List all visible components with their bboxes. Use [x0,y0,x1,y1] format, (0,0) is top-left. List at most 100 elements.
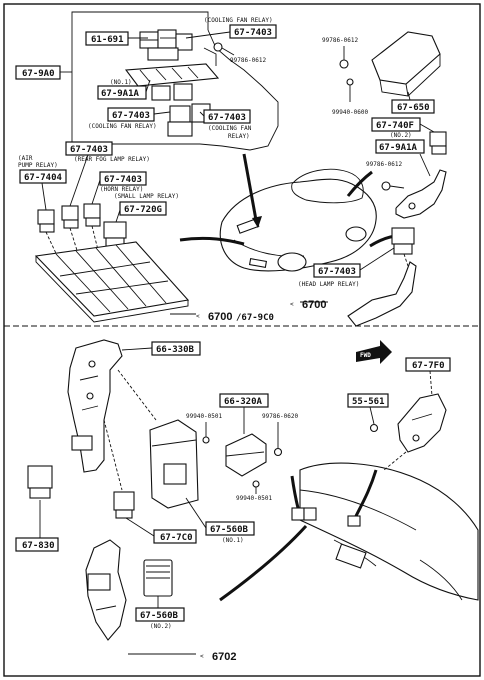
ref-arrow-6700-b: < [290,301,294,308]
nut-99940-0501-b: 99940-0501 [236,495,273,502]
part-66-330b: 66-330B [156,345,195,355]
bracket-67-7f0 [397,370,447,453]
part-67-740f: 67-740F [376,121,414,131]
label-box-67-7403-d [65,141,113,156]
label-box-67-650 [391,99,435,114]
label-box-66-330b [151,341,201,356]
bracket-66-330b [67,339,123,473]
part-67-560b-a: 67-560B [210,525,249,535]
relay-tray-group: (AIR PUMP RELAY) 67-7404 67-7403 (REAR F… [18,141,274,323]
module-67-650 [371,31,441,97]
label-box-67-7404 [19,169,67,184]
frame-border [3,3,481,677]
relay-block-group: 61-691 (COOLING FAN RELAY) 67-7403 99786… [15,11,279,151]
label-box-67-9a1a-a [97,85,147,100]
part-67-560b-b: 67-560B [140,611,179,621]
relay-67-7c0 [113,491,135,519]
note-no2-a: (NO.2) [390,132,412,139]
part-67-830: 67-830 [22,541,55,551]
label-box-61-691 [85,31,129,46]
relay-cluster-lower [151,83,211,137]
note-air-pump-relay-1: (AIR [18,155,33,162]
label-box-67-720g [119,201,167,216]
relay-cluster-top [139,29,193,61]
part-67-7403-f: 67-7403 [318,267,356,277]
control-unit-no1 [149,419,199,509]
label-box-67-7403-c [203,109,251,124]
note-small-lamp-relay: (SMALL LAMP RELAY) [114,193,179,200]
note-no2-b: (NO.2) [150,623,172,630]
part-67-7403-e: 67-7403 [104,175,142,185]
note-no1-a: (NO.1) [110,79,132,86]
bracket-head-lamp [347,253,417,327]
ref-6700-b: 6700 [302,299,326,311]
part-67-9a1a-a: 67-9A1A [101,89,140,99]
label-box-67-7f0 [405,357,451,372]
ref-arrow-6700-a: < [196,313,200,320]
note-cooling-fan-relay-top: (COOLING FAN RELAY) [204,17,273,24]
part-55-561: 55-561 [352,397,385,407]
car-illustration [179,153,399,272]
part-67-7403-c: 67-7403 [208,113,246,123]
note-horn-relay: (HORN RELAY) [100,186,143,193]
ref-arrow-6702: < [200,653,204,660]
part-66-320a: 66-320A [224,397,263,407]
fwd-arrow: FWD [356,340,392,364]
relay-67-740f [429,131,447,155]
right-module-group: 99786-0612 67-650 99940-0600 67-740F (NO… [290,31,447,327]
part-67-650: 67-650 [397,103,430,113]
note-rear-fog-lamp-relay: (REAR FOG LAMP RELAY) [74,156,150,163]
control-unit-no2 [143,559,173,597]
relay-67-830 [27,465,53,499]
part-61-691: 61-691 [91,35,124,45]
note-no1-b: (NO.1) [222,537,244,544]
bolt-99786-0612-b: 99786-0612 [322,37,359,44]
label-box-67-7403-a [229,24,277,39]
label-box-67-560b-a [205,521,255,536]
bolt-99786-0612-a: 99786-0612 [230,57,267,64]
ref-6702: 6702 [212,651,236,663]
fwd-label: FWD [360,352,371,359]
label-box-67-7403-f [313,263,361,278]
note-cooling-fan-relay-br1: (COOLING FAN [208,125,252,132]
relay-tray [34,241,190,323]
label-box-67-7403-e [99,171,147,186]
part-67-720g: 67-720G [124,205,162,215]
relay-horn [83,203,101,227]
bolt-99786-0620: 99786-0620 [262,413,299,420]
nut-99940-0600: 99940-0600 [332,109,369,116]
part-67-7403-a: 67-7403 [234,28,272,38]
dashboard-illustration [291,462,479,601]
relay-base-plate [124,42,223,87]
relay-rear-fog [61,205,79,229]
relay-head-lamp [391,227,415,255]
note-cooling-fan-relay-br2: RELAY) [228,133,250,140]
part-67-9a0: 67-9A0 [22,69,55,79]
ref-6700-main: 6700 [208,311,232,323]
part-67-7f0: 67-7F0 [412,361,445,371]
part-67-9a1a-b: 67-9A1A [379,143,418,153]
note-head-lamp-relay: (HEAD LAMP RELAY) [298,281,359,288]
part-67-7403-b: 67-7403 [112,111,150,121]
part-67-7403-d: 67-7403 [70,145,108,155]
label-box-67-7403-b [107,107,155,122]
note-cooling-fan-relay-bl: (COOLING FAN RELAY) [88,123,157,130]
module-66-320a [225,433,267,477]
label-box-67-9a0 [15,65,61,80]
part-67-7404: 67-7404 [24,173,63,183]
note-air-pump-relay-2: PUMP RELAY) [18,162,58,169]
relay-small-lamp [103,221,127,247]
label-box-67-830 [15,537,59,552]
ref-6700-sub: /67-9C0 [236,313,274,323]
nut-99940-0501-a: 99940-0501 [186,413,223,420]
lower-left-group: 66-330B 67-830 67-7C0 [15,339,299,663]
label-box-55-561 [347,393,389,408]
label-box-67-560b-b [135,607,185,622]
part-67-7c0: 67-7C0 [160,533,193,543]
bracket-67-9a1a [395,153,447,219]
label-box-67-9a1a-b [375,139,425,154]
lower-right-group: FWD 67-7F0 55-561 [219,340,479,602]
label-box-67-7c0 [153,529,197,544]
relay-air-pump [37,209,55,233]
